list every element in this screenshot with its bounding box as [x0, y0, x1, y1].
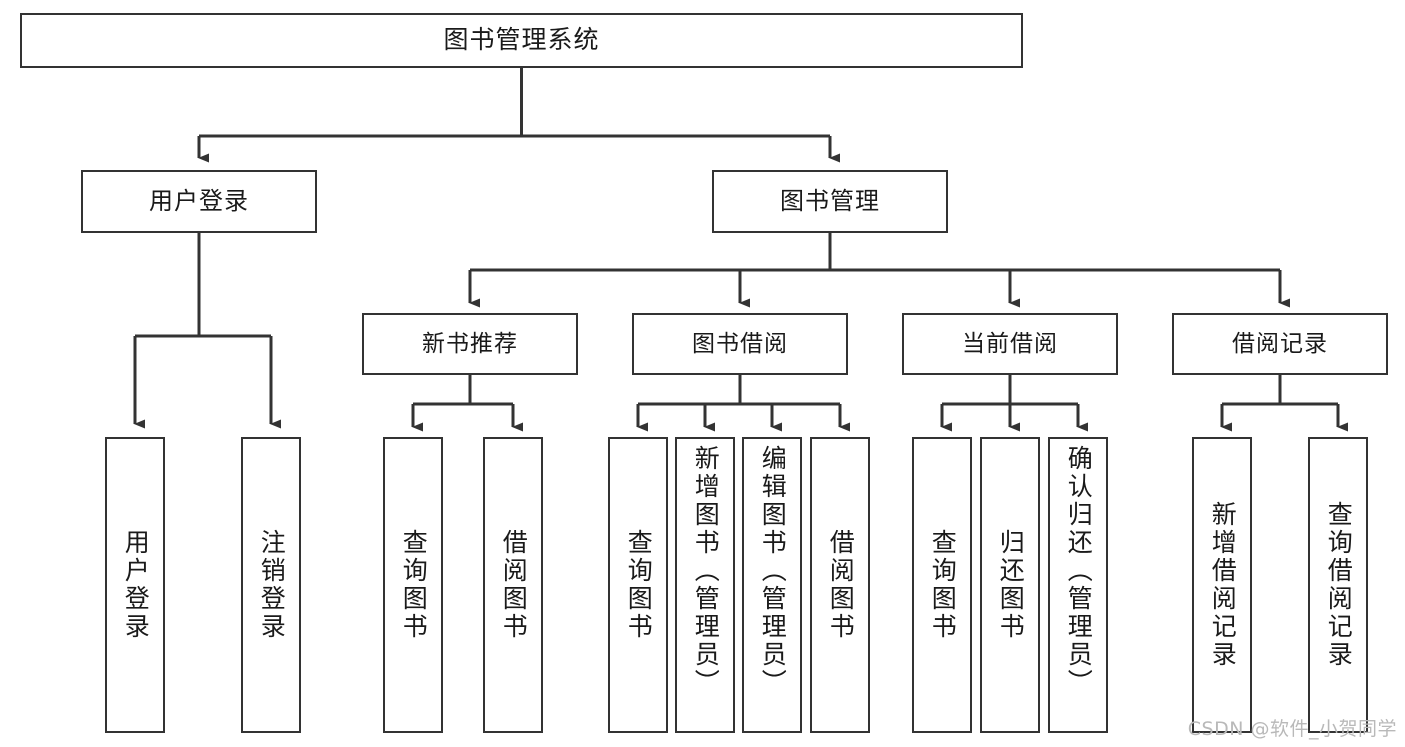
- leaf-currentborrow-confirm-return-admin[interactable]: 确认归还（管理员）: [1048, 437, 1108, 733]
- leaf-currentborrow-confirm-return-admin-label: 确认归还（管理员）: [1064, 445, 1094, 697]
- node-current-borrow-label: 当前借阅: [962, 330, 1058, 357]
- node-current-borrow[interactable]: 当前借阅: [902, 313, 1118, 375]
- leaf-logout[interactable]: 注销登录: [241, 437, 301, 733]
- leaf-borrowrecord-add-record[interactable]: 新增借阅记录: [1192, 437, 1252, 733]
- leaf-currentborrow-query-book[interactable]: 查询图书: [912, 437, 972, 733]
- node-root-book-management-system[interactable]: 图书管理系统: [20, 13, 1023, 68]
- leaf-bookborrow-edit-book-admin-label: 编辑图书（管理员）: [758, 445, 788, 697]
- leaf-currentborrow-return-book-label: 归还图书: [996, 529, 1026, 641]
- leaf-bookborrow-edit-book-admin[interactable]: 编辑图书（管理员）: [742, 437, 802, 733]
- node-new-book-recommend-label: 新书推荐: [422, 330, 518, 357]
- leaf-bookborrow-query-book-label: 查询图书: [624, 529, 654, 641]
- node-book-management[interactable]: 图书管理: [712, 170, 948, 233]
- leaf-newbook-borrow-book-label: 借阅图书: [499, 529, 529, 641]
- leaf-currentborrow-return-book[interactable]: 归还图书: [980, 437, 1040, 733]
- leaf-user-login-label: 用户登录: [121, 529, 151, 641]
- leaf-newbook-query-book[interactable]: 查询图书: [383, 437, 443, 733]
- leaf-bookborrow-add-book-admin-label: 新增图书（管理员）: [691, 445, 721, 697]
- node-book-borrow[interactable]: 图书借阅: [632, 313, 848, 375]
- leaf-borrowrecord-query-record[interactable]: 查询借阅记录: [1308, 437, 1368, 733]
- leaf-newbook-borrow-book[interactable]: 借阅图书: [483, 437, 543, 733]
- leaf-borrowrecord-add-record-label: 新增借阅记录: [1208, 501, 1238, 669]
- leaf-borrowrecord-query-record-label: 查询借阅记录: [1324, 501, 1354, 669]
- leaf-currentborrow-query-book-label: 查询图书: [928, 529, 958, 641]
- leaf-bookborrow-borrow-book[interactable]: 借阅图书: [810, 437, 870, 733]
- csdn-watermark: CSDN @软件_小贺同学: [1187, 718, 1397, 740]
- leaf-bookborrow-borrow-book-label: 借阅图书: [826, 529, 856, 641]
- leaf-newbook-query-book-label: 查询图书: [399, 529, 429, 641]
- leaf-bookborrow-query-book[interactable]: 查询图书: [608, 437, 668, 733]
- node-new-book-recommend[interactable]: 新书推荐: [362, 313, 578, 375]
- node-borrow-record[interactable]: 借阅记录: [1172, 313, 1388, 375]
- node-user-login[interactable]: 用户登录: [81, 170, 317, 233]
- leaf-user-login[interactable]: 用户登录: [105, 437, 165, 733]
- node-book-borrow-label: 图书借阅: [692, 330, 788, 357]
- node-user-login-label: 用户登录: [149, 186, 249, 215]
- node-book-management-label: 图书管理: [780, 186, 880, 215]
- leaf-logout-label: 注销登录: [257, 529, 287, 641]
- node-root-label: 图书管理系统: [443, 25, 600, 55]
- leaf-bookborrow-add-book-admin[interactable]: 新增图书（管理员）: [675, 437, 735, 733]
- node-borrow-record-label: 借阅记录: [1232, 330, 1328, 357]
